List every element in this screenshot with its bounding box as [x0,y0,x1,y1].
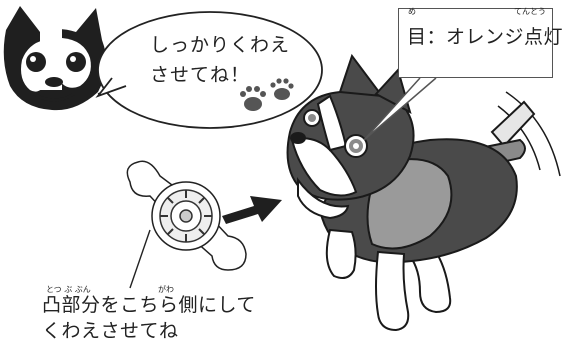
speech-line-2: させてね！ [150,64,251,86]
speech-bubble-text: しっかりくわえ させてね！ [150,30,290,90]
pointer-line [129,229,151,289]
eye-callout-box [398,8,553,78]
arrow-icon [222,196,282,224]
caption-line-2: くわえさせてね [42,320,179,342]
bone-toy-dial-marks [160,190,212,242]
eye-callout-text: 目：オレンジ点灯 [407,26,564,48]
dog-face-icon [3,6,107,111]
caption-ruby-gawa: がわ [158,285,174,294]
callout-pointer [363,77,437,141]
robot-dog-eye [303,109,368,158]
caption-line-1: 凸部分をこちら側にして [42,294,256,316]
eye-ruby-me: め [408,7,416,16]
speech-bubble [95,11,323,129]
robot-dog [286,53,561,332]
eye-ruby-tentou: てんとう [514,7,546,16]
speech-line-1: しっかりくわえ [150,34,291,56]
paw-print-icon [240,78,294,111]
caption-ruby-totsububun: とつ ぶ ぶん [46,285,91,294]
